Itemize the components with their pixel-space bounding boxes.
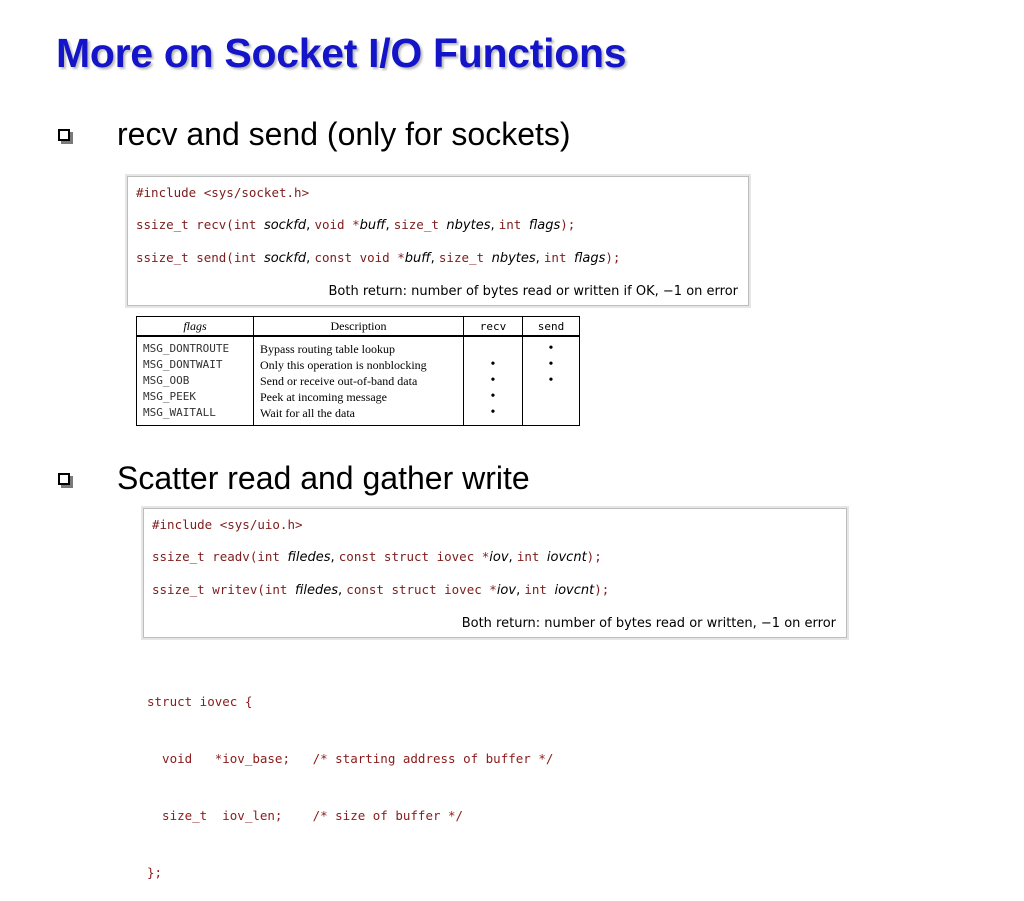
return-note: Both return: number of bytes read or wri…: [461, 616, 836, 631]
flag-name: MSG_OOB: [136, 373, 254, 389]
send-mark: •: [522, 336, 580, 357]
flag-description: Only this operation is nonblocking: [253, 357, 464, 373]
table-row: MSG_DONTROUTE Bypass routing table looku…: [136, 336, 580, 357]
recv-mark: •: [463, 373, 523, 389]
flag-description: Wait for all the data: [253, 405, 464, 426]
recv-mark: •: [463, 357, 523, 373]
code-line: struct iovec {: [147, 694, 253, 709]
flags-table: flags Description recv send MSG_DONTROUT…: [136, 316, 580, 426]
flag-name: MSG_PEEK: [136, 389, 254, 405]
flag-name: MSG_WAITALL: [136, 405, 254, 426]
recv-prototype: ssize_t recv(int sockfd, void *buff, siz…: [136, 217, 576, 233]
bullet-box-icon: [58, 128, 70, 141]
writev-prototype: ssize_t writev(int filedes, const struct…: [152, 582, 610, 598]
flag-description: Peek at incoming message: [253, 389, 464, 405]
send-mark: •: [522, 373, 580, 389]
send-mark: •: [522, 357, 580, 373]
flag-name: MSG_DONTROUTE: [136, 336, 254, 357]
flag-description: Bypass routing table lookup: [253, 336, 464, 357]
table-row: MSG_WAITALL Wait for all the data •: [136, 405, 580, 426]
code-line: };: [147, 865, 163, 880]
include-line: #include <sys/uio.h>: [152, 517, 303, 532]
bullet-text: Scatter read and gather write: [117, 460, 530, 496]
table-row: MSG_OOB Send or receive out-of-band data…: [136, 373, 580, 389]
recv-mark: •: [463, 389, 523, 405]
send-mark: [522, 405, 580, 426]
header-send: send: [522, 316, 580, 337]
header-flags: flags: [136, 316, 254, 337]
readv-writev-prototype-box: #include <sys/uio.h> ssize_t readv(int f…: [143, 508, 847, 638]
code-line: size_t iov_len; /* size of buffer */: [147, 808, 464, 823]
recv-mark: [463, 336, 523, 357]
include-line: #include <sys/socket.h>: [136, 185, 310, 200]
recv-mark: •: [463, 405, 523, 426]
return-note: Both return: number of bytes read or wri…: [328, 284, 738, 299]
slide-title: More on Socket I/O Functions: [56, 30, 627, 76]
table-row: MSG_DONTWAIT Only this operation is nonb…: [136, 357, 580, 373]
recv-send-prototype-box: #include <sys/socket.h> ssize_t recv(int…: [127, 176, 749, 306]
flag-name: MSG_DONTWAIT: [136, 357, 254, 373]
readv-prototype: ssize_t readv(int filedes, const struct …: [152, 549, 602, 565]
bullet-box-icon: [58, 472, 70, 485]
table-row: MSG_PEEK Peek at incoming message •: [136, 389, 580, 405]
bullet-text: recv and send (only for sockets): [117, 116, 571, 152]
send-mark: [522, 389, 580, 405]
table-header-row: flags Description recv send: [136, 316, 580, 337]
bullet-scatter-gather: Scatter read and gather write: [58, 460, 530, 497]
header-description: Description: [253, 316, 464, 337]
iovec-struct-code: struct iovec { void *iov_base; /* starti…: [147, 654, 553, 901]
send-prototype: ssize_t send(int sockfd, const void *buf…: [136, 250, 621, 266]
bullet-recv-send: recv and send (only for sockets): [58, 116, 571, 153]
flag-description: Send or receive out-of-band data: [253, 373, 464, 389]
code-line: void *iov_base; /* starting address of b…: [147, 751, 554, 766]
header-recv: recv: [463, 316, 523, 337]
